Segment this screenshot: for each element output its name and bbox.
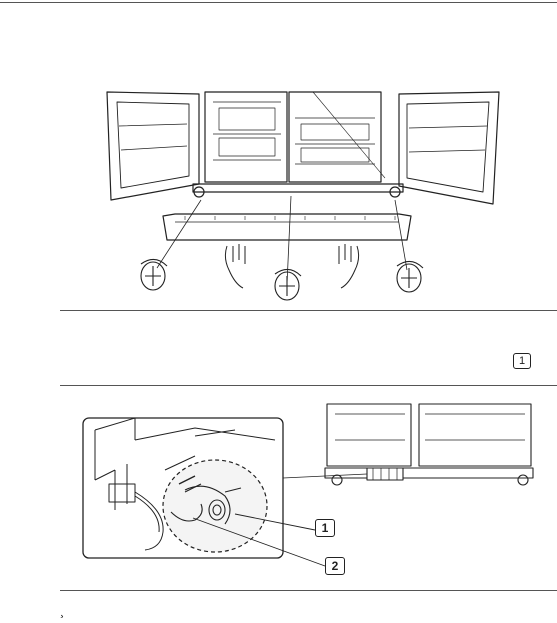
callout-2-label: 2 (332, 559, 339, 573)
footer-mark: ¸ (60, 604, 64, 618)
section-rule-2 (60, 385, 557, 386)
section-rule-3 (60, 590, 557, 591)
figure-base-grille-removal (95, 88, 525, 310)
step-callout-inline: 1 (513, 353, 531, 369)
section-rule-1 (60, 310, 557, 311)
callout-2-badge: 2 (325, 557, 345, 575)
figure-water-line-disconnect (75, 400, 550, 585)
step-callout-inline-label: 1 (519, 355, 525, 367)
footer-mark-text: ¸ (60, 603, 64, 618)
callout-1-label: 1 (322, 521, 329, 535)
callout-1-badge: 1 (315, 519, 335, 537)
top-rule (0, 2, 557, 3)
